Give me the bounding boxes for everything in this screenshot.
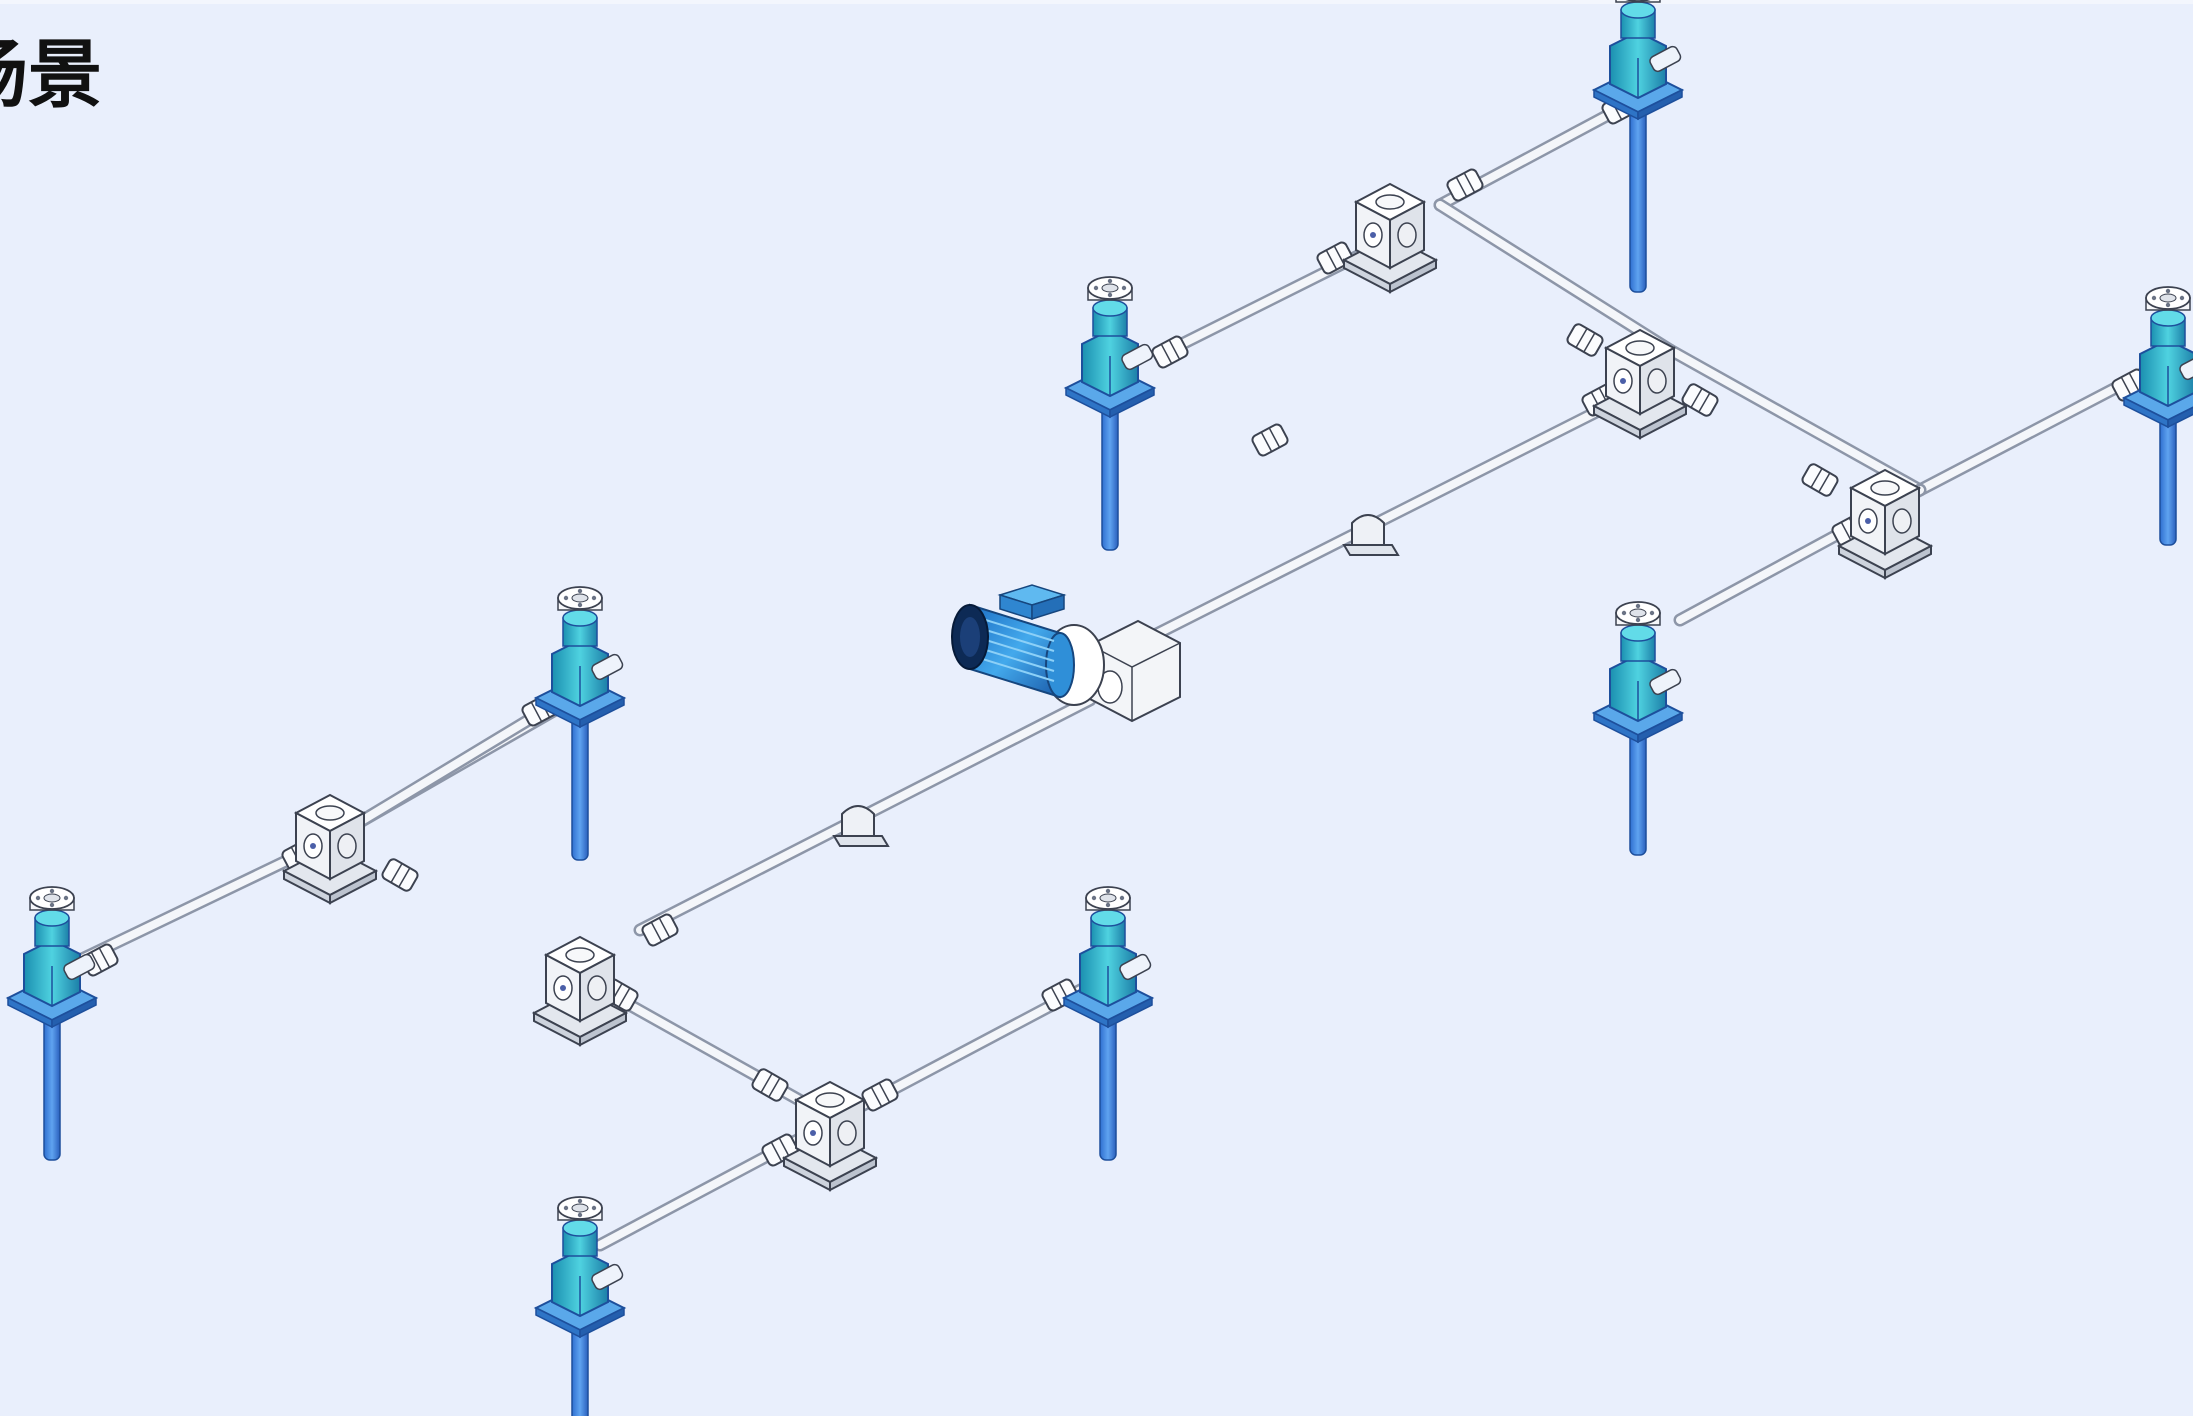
screw-jack-icon xyxy=(533,586,627,861)
shaft-support-icon xyxy=(1342,514,1400,556)
screw-jack-icon xyxy=(1591,601,1685,856)
shaft-3 xyxy=(1666,346,1924,494)
gearbox-icon xyxy=(1591,328,1689,440)
top-border xyxy=(0,0,2193,4)
coupling xyxy=(861,1078,899,1112)
coupling xyxy=(751,1068,789,1102)
gearbox-layer xyxy=(281,182,1934,1192)
shaft-4 xyxy=(1916,366,2154,494)
motor-icon xyxy=(951,584,1181,723)
shaft-1 xyxy=(1436,201,1674,354)
page-heading: 场景 xyxy=(0,32,102,118)
screw-jack-icon xyxy=(1063,276,1157,551)
screw-jack-icon xyxy=(1591,0,1685,293)
motor-layer xyxy=(951,584,1181,723)
gearbox-icon xyxy=(781,1080,879,1192)
gearbox-icon xyxy=(1341,182,1439,294)
coupling xyxy=(1681,383,1719,417)
coupling xyxy=(1151,335,1189,369)
coupling xyxy=(381,858,419,892)
gearbox-icon xyxy=(281,793,379,905)
screw-jack-icon xyxy=(1061,886,1155,1161)
coupling xyxy=(641,913,679,947)
coupling xyxy=(1566,323,1604,357)
jack-layer xyxy=(5,0,2193,1416)
gearbox-icon xyxy=(531,935,629,1047)
screw-jack-icon xyxy=(5,886,99,1161)
gearbox-icon xyxy=(1836,468,1934,580)
screw-jack-icon xyxy=(2121,286,2193,546)
support-layer xyxy=(832,514,1400,847)
coupling xyxy=(1251,423,1289,457)
screw-jack-icon xyxy=(533,1196,627,1416)
coupling xyxy=(1801,463,1839,497)
coupling xyxy=(1446,168,1484,202)
shaft-support-icon xyxy=(832,805,890,847)
